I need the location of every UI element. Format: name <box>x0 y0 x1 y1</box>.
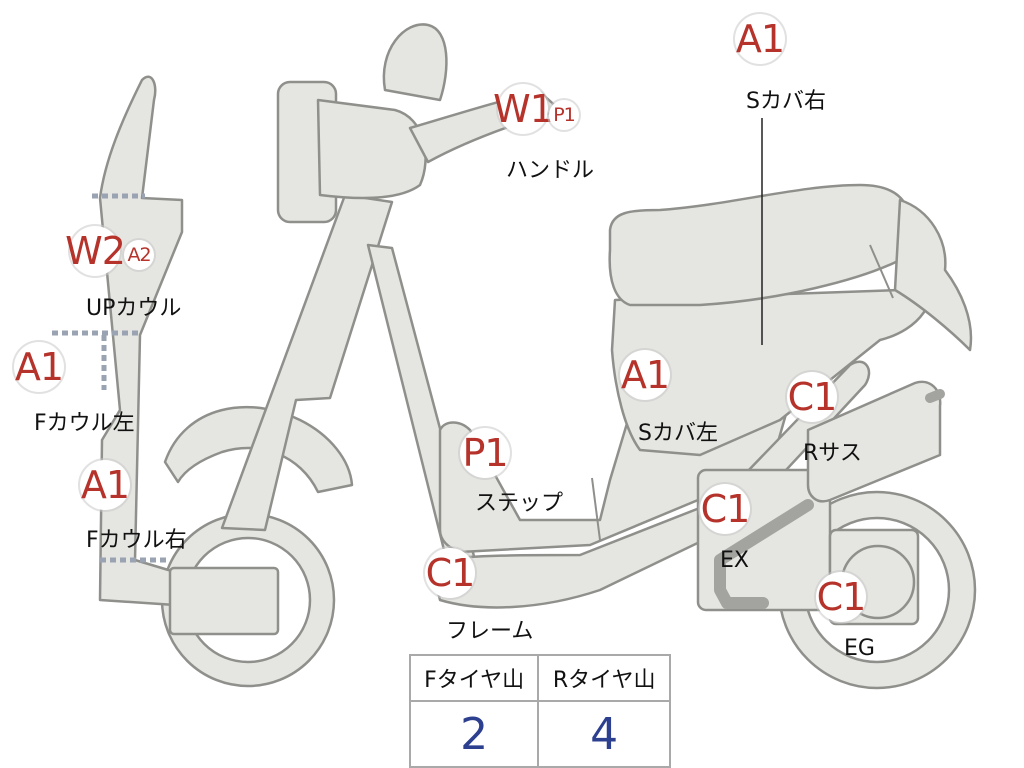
grade-badge-f-cowl-left: A1 <box>14 342 64 392</box>
part-label-f-cowl-right: Fカウル右 <box>86 528 187 553</box>
grade-badge-f-cowl-right: A1 <box>80 460 130 510</box>
sub-grade-badge-up-cowl: A2 <box>124 240 154 270</box>
rear-shock <box>806 380 942 503</box>
tire-tread-table: Fタイヤ山 Rタイヤ山 2 4 <box>408 654 671 768</box>
grade-badge-r-suspension: C1 <box>787 372 837 422</box>
rear-tire-value: 4 <box>537 700 671 768</box>
part-label-frame: フレーム <box>446 619 534 644</box>
part-label-step: ステップ <box>475 491 564 516</box>
grade-badge-step: P1 <box>460 428 510 478</box>
part-label-s-cover-left: Sカバ左 <box>638 421 718 446</box>
grade-badge-up-cowl: W2 <box>65 226 126 276</box>
part-label-s-cover-right: Sカバ右 <box>746 89 826 114</box>
grade-badge-handle: W1 <box>493 84 554 134</box>
sub-grade-badge-handle: P1 <box>549 100 579 130</box>
seat <box>608 183 912 307</box>
front-floor-block <box>168 566 280 636</box>
rear-tire-header: Rタイヤ山 <box>537 654 671 702</box>
part-label-engine: EG <box>844 636 875 661</box>
grade-badge-s-cover-right: A1 <box>735 14 785 64</box>
grade-badge-engine: C1 <box>816 572 866 622</box>
grade-badge-frame: C1 <box>425 548 475 598</box>
part-label-f-cowl-left: Fカウル左 <box>34 411 135 436</box>
front-tire-value: 2 <box>408 700 540 768</box>
part-label-r-suspension: Rサス <box>803 441 862 466</box>
part-label-exhaust: EX <box>720 548 749 573</box>
front-fender <box>163 405 354 494</box>
grade-badge-exhaust: C1 <box>700 484 750 534</box>
part-label-handle: ハンドル <box>506 158 595 183</box>
tail-cowl <box>893 198 973 352</box>
grade-badge-s-cover-left: A1 <box>620 350 670 400</box>
part-label-up-cowl: UPカウル <box>86 296 182 321</box>
front-tire-header: Fタイヤ山 <box>408 654 540 702</box>
handle-housing <box>316 98 427 200</box>
steering-column <box>220 193 394 532</box>
exhaust-pipe <box>714 499 814 609</box>
mirror <box>382 23 448 102</box>
